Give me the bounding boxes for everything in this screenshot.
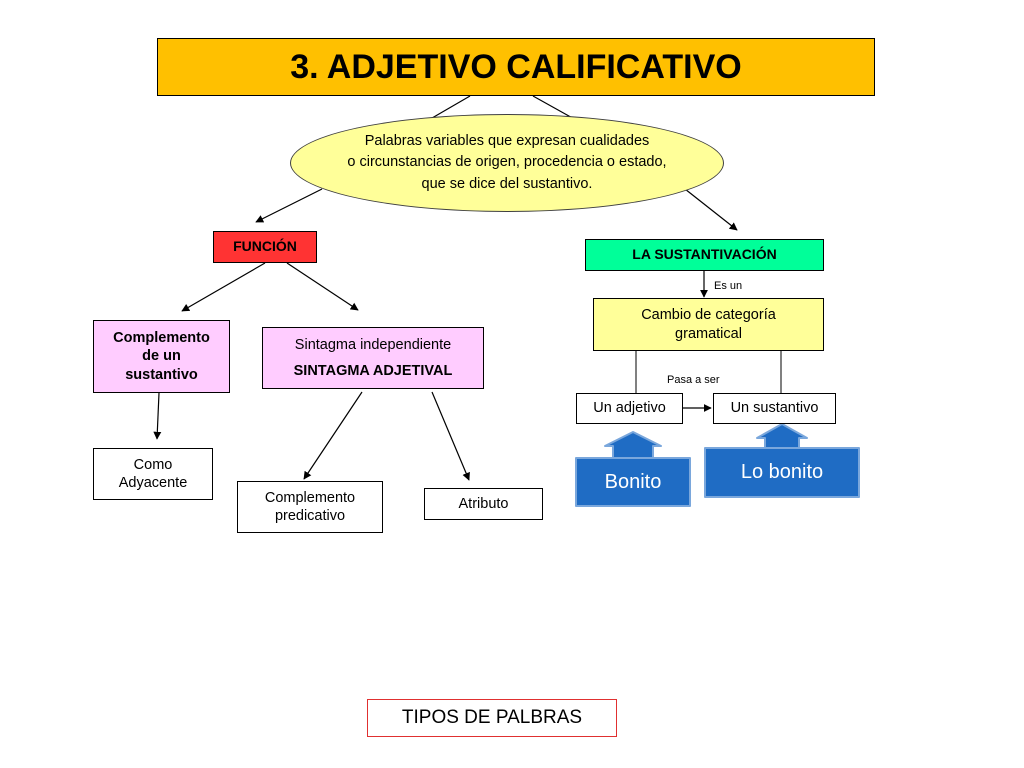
adyacente-box: Como Adyacente [93,448,213,500]
definition-line: Palabras variables que expresan cualidad… [364,133,650,150]
adjetivo-box: Un adjetivo [576,393,683,424]
page-title: 3. ADJETIVO CALIFICATIVO [290,47,742,86]
sintagma-box: Sintagma independiente SINTAGMA ADJETIVA… [262,327,484,389]
adyacente-line: Adyacente [118,475,188,491]
arrow-to-funcion [255,188,323,223]
predicativo-line: predicativo [274,508,346,524]
bonito-example: Bonito [576,458,690,506]
sustantivacion-box: LA SUSTANTIVACIÓN [585,239,824,271]
sustantivo-box: Un sustantivo [713,393,836,424]
arrow-to-adyacente [153,392,162,440]
adyacente-line: Como [133,456,173,473]
adjetivo-label: Un adjetivo [593,400,666,417]
lo-bonito-label: Lo bonito [740,461,824,483]
definition-ellipse: Palabras variables que expresan cualidad… [290,114,724,212]
up-arrow-callout-icon [704,423,860,498]
title-box: 3. ADJETIVO CALIFICATIVO [157,38,875,96]
complemento-line: de un [142,348,181,365]
cambio-line: Cambio de categoría [641,307,776,324]
arrow-to-sintagma [286,262,359,311]
atributo-box: Atributo [424,488,543,520]
complemento-line: Complemento [113,330,210,347]
arrow-to-predicativo [303,391,363,480]
predicativo-line: Complemento [264,489,356,506]
arrow-to-sustantivacion [684,188,738,231]
predicativo-box: Complemento predicativo [237,481,383,533]
arrow-to-complemento [181,262,266,312]
cambio-categoria-box: Cambio de categoría gramatical [593,298,824,351]
sintagma-line: Sintagma independiente [294,336,452,353]
funcion-box: FUNCIÓN [213,231,317,263]
sintagma-adjetival-label: SINTAGMA ADJETIVAL [293,362,453,379]
cambio-line: gramatical [675,325,742,342]
atributo-label: Atributo [458,495,509,512]
sustantivacion-label: LA SUSTANTIVACIÓN [632,246,777,263]
definition-line: que se dice del sustantivo. [421,175,593,192]
definition-line: o circunstancias de origen, procedencia … [347,154,667,171]
funcion-label: FUNCIÓN [233,238,297,255]
bonito-label: Bonito [604,470,662,493]
up-arrow-callout-icon [575,431,691,507]
lo-bonito-example: Lo bonito [705,448,859,497]
arrow-to-atributo [431,391,470,481]
tipos-label: TIPOS DE PALBRAS [401,707,583,729]
es-un-label: Es un [714,280,743,292]
tipos-de-palabras-link[interactable]: TIPOS DE PALBRAS [367,699,617,737]
sustantivo-label: Un sustantivo [730,400,819,417]
pasa-a-ser-label: Pasa a ser [667,374,720,386]
complemento-line: sustantivo [125,366,198,383]
complemento-box: Complemento de un sustantivo [93,320,230,393]
